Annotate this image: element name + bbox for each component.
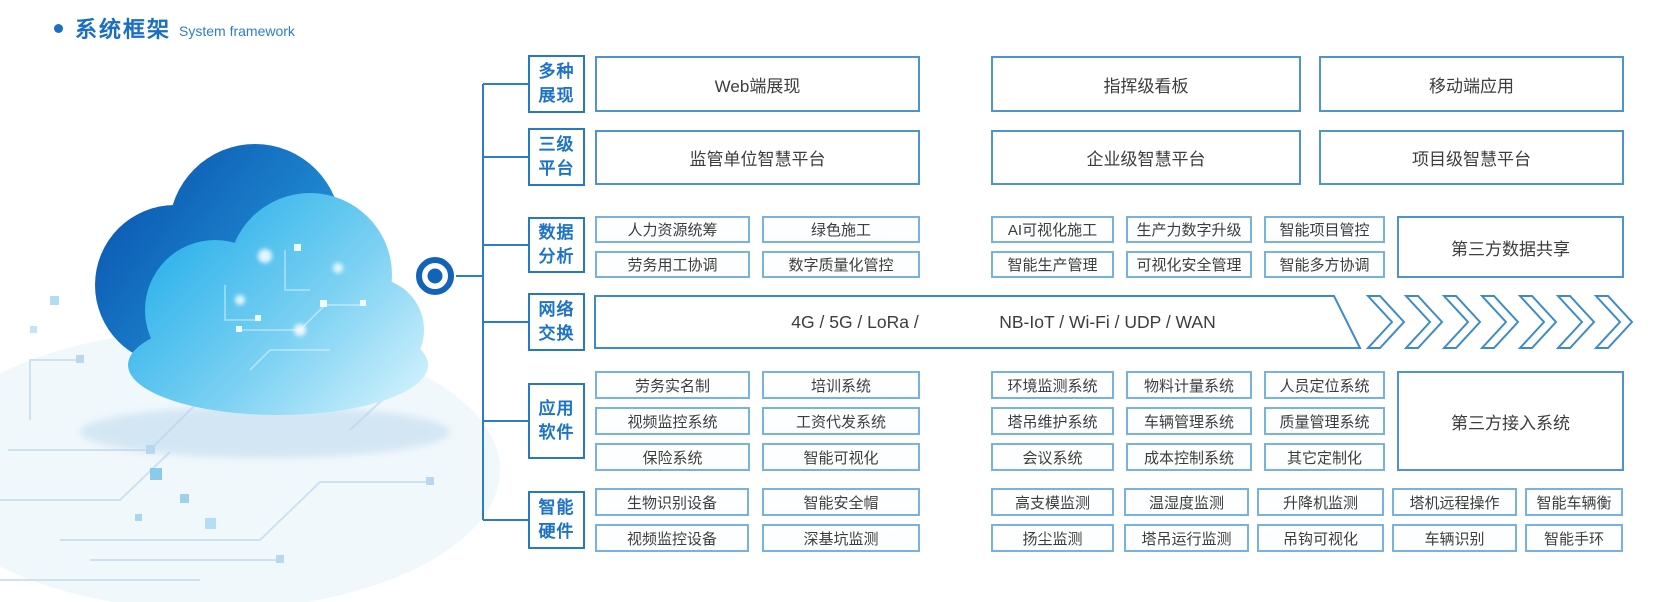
analysis-box: 智能项目管控 bbox=[1264, 216, 1385, 243]
platform-box: 监管单位智慧平台 bbox=[595, 130, 920, 185]
analysis-box: 绿色施工 bbox=[762, 216, 920, 243]
hardware-box: 扬尘监测 bbox=[991, 524, 1114, 552]
network-band-shape bbox=[594, 295, 1362, 349]
software-box: 培训系统 bbox=[762, 371, 920, 399]
display-box: 指挥级看板 bbox=[991, 56, 1301, 112]
analysis-box: 人力资源统筹 bbox=[595, 216, 750, 243]
software-box: 视频监控系统 bbox=[595, 407, 750, 435]
hardware-box: 智能车辆衡 bbox=[1525, 488, 1623, 516]
software-box: 人员定位系统 bbox=[1264, 371, 1385, 399]
hardware-box: 塔吊运行监测 bbox=[1124, 524, 1249, 552]
software-box: 物料计量系统 bbox=[1126, 371, 1252, 399]
network-protocols-right: NB-IoT / Wi-Fi / UDP / WAN bbox=[999, 312, 1216, 332]
hardware-box: 温湿度监测 bbox=[1124, 488, 1249, 516]
hardware-box: 升降机监测 bbox=[1257, 488, 1384, 516]
hardware-box: 塔机远程操作 bbox=[1392, 488, 1517, 516]
software-box: 其它定制化 bbox=[1264, 443, 1385, 471]
hardware-box: 吊钩可视化 bbox=[1257, 524, 1384, 552]
software-box: 环境监测系统 bbox=[991, 371, 1114, 399]
third-party-access-box: 第三方接入系统 bbox=[1397, 371, 1624, 471]
third-party-data-share-box: 第三方数据共享 bbox=[1397, 216, 1624, 278]
bullet-icon bbox=[54, 23, 63, 33]
category-software: 应用 软件 bbox=[528, 383, 585, 459]
software-box: 保险系统 bbox=[595, 443, 750, 471]
category-network: 网络 交换 bbox=[528, 293, 585, 351]
category-platform: 三级 平台 bbox=[528, 128, 585, 186]
analysis-box: 智能多方协调 bbox=[1264, 251, 1385, 278]
analysis-box: 劳务用工协调 bbox=[595, 251, 750, 278]
page-title: 系统框架 System framework bbox=[54, 12, 295, 44]
software-box: 劳务实名制 bbox=[595, 371, 750, 399]
hardware-box: 生物识别设备 bbox=[595, 488, 749, 516]
hardware-box: 视频监控设备 bbox=[595, 524, 749, 552]
hardware-box: 车辆识别 bbox=[1392, 524, 1517, 552]
hardware-box: 深基坑监测 bbox=[762, 524, 920, 552]
analysis-box: 可视化安全管理 bbox=[1126, 251, 1252, 278]
hardware-box: 智能安全帽 bbox=[762, 488, 920, 516]
cloud-illustration bbox=[80, 144, 450, 529]
platform-box: 企业级智慧平台 bbox=[991, 130, 1301, 185]
software-box: 车辆管理系统 bbox=[1126, 407, 1252, 435]
hardware-box: 智能手环 bbox=[1525, 524, 1623, 552]
title-zh: 系统框架 bbox=[75, 17, 172, 42]
floating-squares bbox=[135, 468, 216, 529]
analysis-box: 智能生产管理 bbox=[991, 251, 1114, 278]
software-box: 质量管理系统 bbox=[1264, 407, 1385, 435]
category-hardware: 智能 硬件 bbox=[528, 491, 585, 549]
title-en: System framework bbox=[179, 23, 295, 39]
analysis-box: 生产力数字升级 bbox=[1126, 216, 1252, 243]
software-box: 工资代发系统 bbox=[762, 407, 920, 435]
hub-node-icon bbox=[414, 255, 456, 297]
category-display: 多种 展现 bbox=[528, 55, 585, 113]
platform-box: 项目级智慧平台 bbox=[1319, 130, 1624, 185]
connector-lines bbox=[455, 83, 528, 521]
network-protocols-left: 4G / 5G / LoRa / bbox=[791, 312, 919, 332]
software-box: 塔吊维护系统 bbox=[991, 407, 1114, 435]
category-analysis: 数据 分析 bbox=[528, 217, 585, 273]
display-box: 移动端应用 bbox=[1319, 56, 1624, 112]
software-box: 智能可视化 bbox=[762, 443, 920, 471]
software-box: 成本控制系统 bbox=[1126, 443, 1252, 471]
hardware-box: 高支模监测 bbox=[991, 488, 1114, 516]
display-box: Web端展现 bbox=[595, 56, 920, 112]
analysis-box: AI可视化施工 bbox=[991, 216, 1114, 243]
flow-chevrons-icon bbox=[1367, 295, 1633, 349]
analysis-box: 数字质量化管控 bbox=[762, 251, 920, 278]
software-box: 会议系统 bbox=[991, 443, 1114, 471]
